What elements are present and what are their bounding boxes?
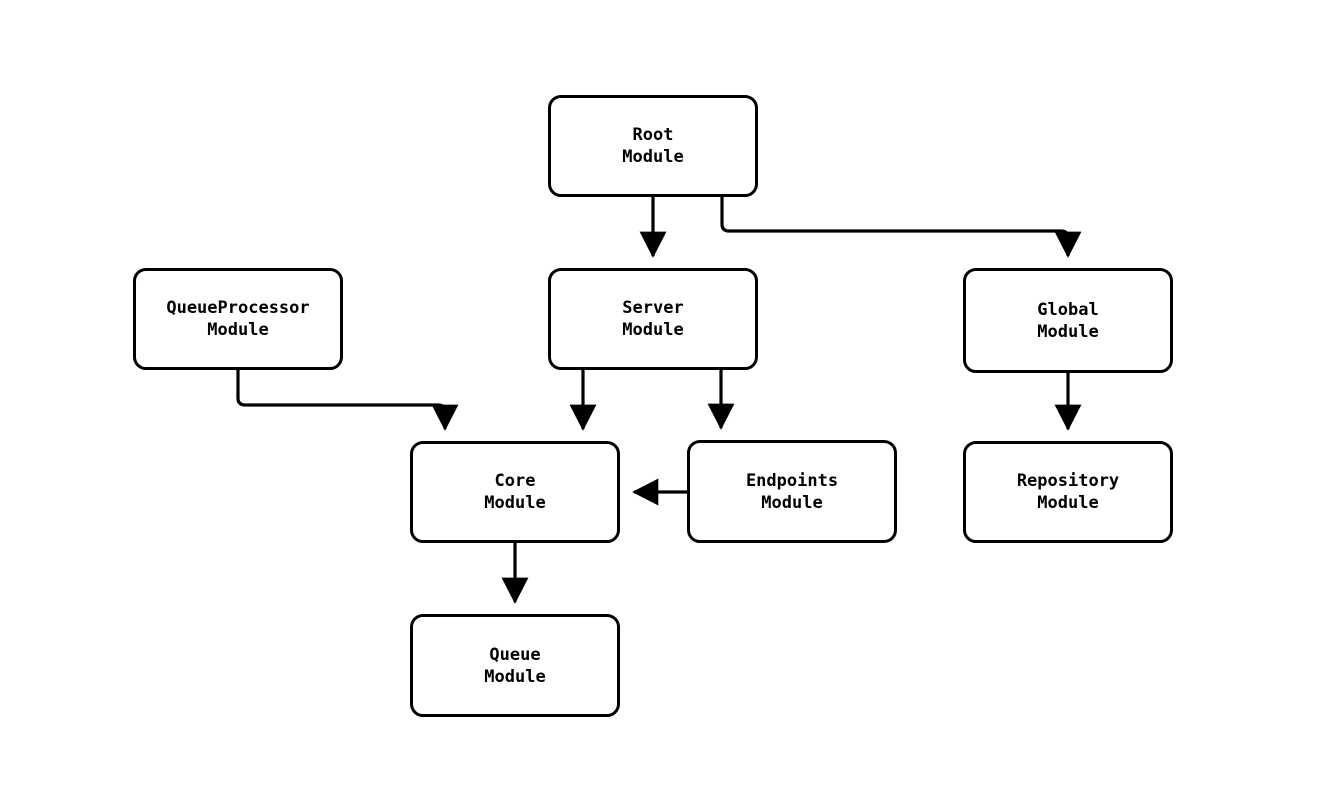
node-core-label-line1: Core — [494, 471, 536, 491]
node-queue-label-line1: Queue — [489, 644, 541, 665]
node-endpoints[interactable]: Endpoints Module — [687, 440, 897, 543]
node-global-label-line1: Global — [1037, 299, 1099, 320]
node-root-label-line2: Module — [622, 147, 684, 167]
node-queueprocessor-label-line1: QueueProcessor — [166, 298, 310, 318]
node-root[interactable]: Root Module — [548, 95, 758, 197]
edge-queueprocessor-core — [236, 370, 459, 431]
node-server-label-line1: Server — [622, 298, 684, 318]
node-endpoints-label-line2: Module — [761, 492, 823, 513]
node-server-label-line2: Module — [622, 320, 684, 340]
node-repository-label-line1: Repository — [1016, 471, 1120, 491]
node-core[interactable]: Core Module — [410, 441, 620, 543]
node-queueprocessor-label-line2: Module — [207, 320, 269, 340]
node-endpoints-label-line1: Endpoints — [745, 470, 839, 491]
node-repository[interactable]: Repository Module — [963, 441, 1173, 543]
edge-root-global — [720, 197, 1082, 258]
node-core-label-line2: Module — [484, 493, 546, 513]
node-queue-label-line2: Module — [484, 666, 546, 687]
node-queue[interactable]: Queue Module — [410, 614, 620, 717]
node-server[interactable]: Server Module — [548, 268, 758, 370]
node-repository-label-line2: Module — [1037, 493, 1099, 513]
node-global-label-line2: Module — [1037, 321, 1099, 342]
node-global[interactable]: Global Module — [963, 268, 1173, 373]
node-queueprocessor[interactable]: QueueProcessor Module — [133, 268, 343, 370]
node-root-label-line1: Root — [632, 125, 674, 145]
